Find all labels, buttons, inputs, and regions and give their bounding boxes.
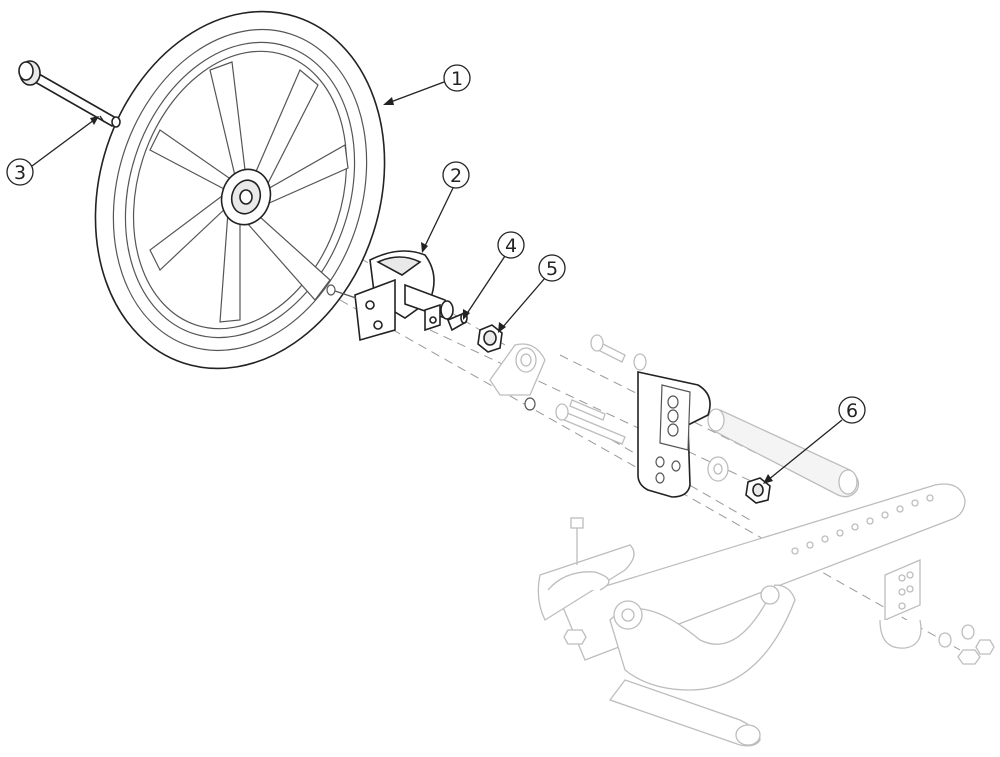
hex-nut: [477, 324, 503, 353]
callout-1: 1: [383, 64, 471, 105]
frame-tube-holes: [791, 494, 934, 555]
callout-label-5: 5: [546, 258, 558, 280]
callouts: 1 2 3 4 5 6: [6, 64, 866, 484]
callout-3: 3: [6, 116, 99, 186]
wheelchair-frame-light: [537, 483, 995, 747]
lock-nut: [745, 477, 771, 504]
axle-block: [489, 343, 546, 411]
quick-release-axle: [18, 60, 121, 128]
callout-label-4: 4: [505, 235, 517, 257]
callout-label-1: 1: [451, 68, 463, 90]
rear-wheel: [94, 10, 386, 370]
callout-label-3: 3: [14, 162, 26, 184]
callout-5: 5: [498, 254, 566, 333]
callout-label-6: 6: [846, 400, 858, 422]
camber-tube: [707, 408, 860, 498]
mounting-bolts: [555, 334, 729, 482]
callout-6: 6: [763, 396, 866, 484]
set-screw: [446, 312, 468, 332]
callout-2: 2: [421, 161, 470, 253]
camber-plate: [637, 371, 711, 498]
callout-4: 4: [463, 231, 525, 320]
axle-housing-brake: [326, 250, 454, 342]
callout-label-2: 2: [450, 165, 462, 187]
wheel-spokes: [149, 61, 349, 323]
